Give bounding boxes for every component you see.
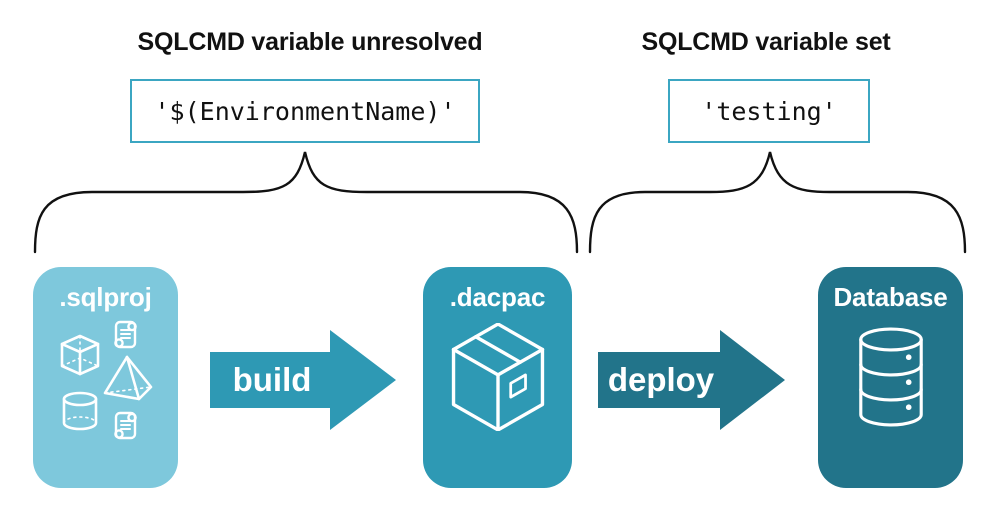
stage-card-database: Database <box>818 267 963 488</box>
code-box-environment-variable: '$(EnvironmentName)' <box>130 79 480 143</box>
code-testing-value: 'testing' <box>701 96 837 126</box>
build-arrow-shape <box>210 330 396 430</box>
package-label-icon <box>508 373 527 399</box>
build-arrow: build <box>210 330 396 430</box>
deploy-arrow: deploy <box>598 330 785 430</box>
deploy-arrow-shape <box>598 330 785 430</box>
deploy-arrow-label: deploy <box>607 361 715 398</box>
pyramid-icon <box>103 355 152 401</box>
code-box-testing-value: 'testing' <box>668 79 870 143</box>
sql-objects-icon <box>60 320 152 440</box>
brace-right-icon <box>588 151 967 254</box>
build-arrow-label: build <box>232 361 312 398</box>
script-scroll-icon <box>113 411 137 440</box>
stage-sqlproj-label: .sqlproj <box>59 282 152 312</box>
package-seam <box>473 335 522 364</box>
stage-dacpac-label: .dacpac <box>449 282 546 312</box>
heading-variable-set: SQLCMD variable set <box>641 28 891 56</box>
heading-variable-unresolved: SQLCMD variable unresolved <box>137 28 483 56</box>
brace-left-icon <box>33 151 579 254</box>
database-icon <box>858 327 923 427</box>
script-scroll-icon <box>113 320 137 349</box>
curly-braces <box>33 151 967 254</box>
stage-database-label: Database <box>833 282 948 312</box>
cube-icon <box>60 334 99 376</box>
code-environment-variable: '$(EnvironmentName)' <box>154 96 456 126</box>
stage-card-dacpac: .dacpac <box>423 267 572 488</box>
stage-card-sqlproj: .sqlproj <box>33 267 178 488</box>
package-icon <box>451 323 544 431</box>
cylinder-icon <box>62 391 97 431</box>
